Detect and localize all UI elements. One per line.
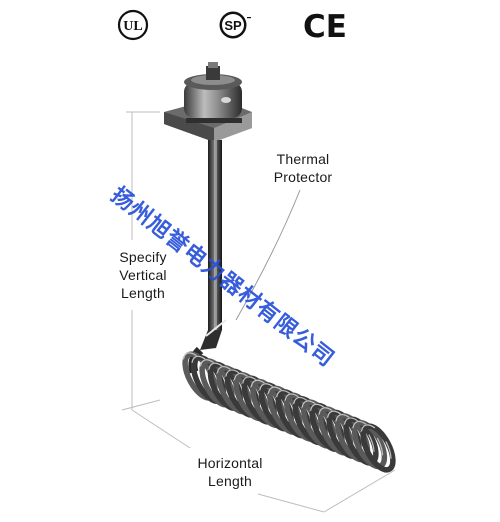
horizontal-length-line2: Length (207, 473, 253, 489)
terminal-housing (164, 62, 252, 142)
coil-highlight (250, 379, 282, 425)
ul-mark-text: UL (123, 19, 142, 34)
coil-highlight (284, 393, 316, 439)
thermal-protector-line1: Thermal (276, 151, 330, 167)
ul-listed-icon: UL (117, 9, 149, 41)
coil-highlight (360, 424, 392, 470)
horizontal-dimension-lines (131, 409, 396, 513)
csa-certified-icon: SP (219, 11, 251, 39)
horizontal-length-line1: Horizontal (197, 455, 263, 471)
vertical-length-label: Specify Vertical Length (108, 248, 178, 302)
coil-highlight (259, 383, 290, 429)
vertical-length-line2: Vertical (119, 267, 167, 283)
coil-highlight (208, 362, 240, 408)
horizontal-length-label: Horizontal Length (180, 454, 280, 490)
coil-highlight (275, 389, 307, 435)
ce-mark-icon: CE (303, 9, 347, 42)
coil-highlight (216, 365, 248, 411)
thermal-protector-label: Thermal Protector (258, 150, 348, 186)
coil-highlight (335, 413, 367, 459)
coil-highlight (182, 352, 214, 398)
coil-loop (360, 423, 396, 473)
csa-mark-text: SP (224, 18, 242, 33)
vertical-length-line1: Specify (119, 249, 167, 265)
coil-highlight (267, 386, 299, 432)
coil-highlight (352, 420, 384, 466)
thermal-protector-line2: Protector (273, 169, 333, 185)
coil-highlight (301, 400, 333, 446)
coil-highlight (242, 376, 273, 422)
coil-highlight (225, 369, 257, 415)
coil-highlight (309, 403, 341, 449)
vertical-length-line3: Length (120, 285, 166, 301)
coil-highlight (326, 410, 358, 456)
coil-highlight (292, 396, 324, 442)
coil-loops (182, 351, 396, 473)
thermal-protector-leader (235, 189, 301, 321)
vertical-sheath (200, 140, 227, 350)
vertical-dimension-lines (121, 111, 161, 411)
coil-highlight (199, 359, 231, 405)
coil-highlight (191, 355, 223, 401)
ce-mark-text: CE (303, 9, 347, 42)
coil-highlight (343, 417, 375, 463)
coil-highlight (233, 372, 265, 418)
coil-highlight (318, 407, 350, 453)
